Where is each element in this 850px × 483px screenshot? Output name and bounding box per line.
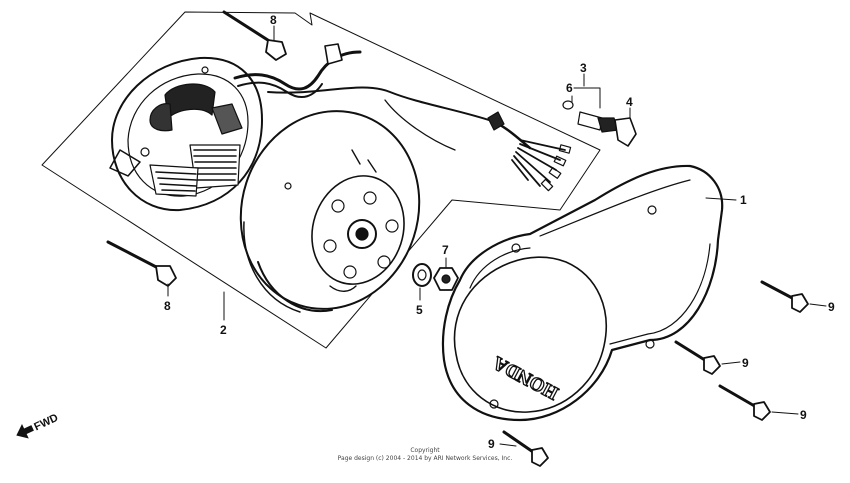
washer[interactable] <box>412 263 432 287</box>
bolt-8-top[interactable] <box>222 10 287 61</box>
fwd-label: FWD <box>32 412 60 433</box>
stator[interactable] <box>109 43 572 212</box>
fwd-arrow-icon <box>16 423 34 439</box>
callout-8-left: 8 <box>164 299 171 313</box>
fwd-indicator: FWD <box>16 412 60 439</box>
callout-9-lower-right: 9 <box>800 408 807 422</box>
bolt-9-bottom[interactable] <box>502 430 549 467</box>
callout-8-top: 8 <box>270 13 277 27</box>
flywheel-nut[interactable] <box>433 267 459 291</box>
callout-9-right: 9 <box>828 300 835 314</box>
bolt-9-right[interactable] <box>760 280 809 313</box>
bolt-9-middle[interactable] <box>674 340 721 375</box>
copyright-notice: Page design (c) 2004 - 2014 by ARI Netwo… <box>337 455 513 462</box>
neutral-switch[interactable] <box>562 100 637 147</box>
callout-9-middle: 9 <box>742 356 749 370</box>
crankcase-cover[interactable]: HONDA <box>441 164 724 422</box>
callout-6: 6 <box>566 81 573 95</box>
callout-7: 7 <box>442 243 449 257</box>
copyright-heading: Copyright <box>410 447 440 454</box>
leader-lines <box>167 25 827 447</box>
bolt-9-lower-right[interactable] <box>718 384 771 421</box>
flywheel[interactable] <box>215 88 444 333</box>
callout-9-bottom: 9 <box>488 437 495 451</box>
assembly-outline <box>41 11 601 349</box>
callout-5: 5 <box>416 303 423 317</box>
callout-2: 2 <box>220 323 227 337</box>
bolt-8-left[interactable] <box>106 240 177 287</box>
callout-1: 1 <box>740 193 747 207</box>
callout-3: 3 <box>580 61 587 75</box>
callout-4: 4 <box>626 95 633 109</box>
